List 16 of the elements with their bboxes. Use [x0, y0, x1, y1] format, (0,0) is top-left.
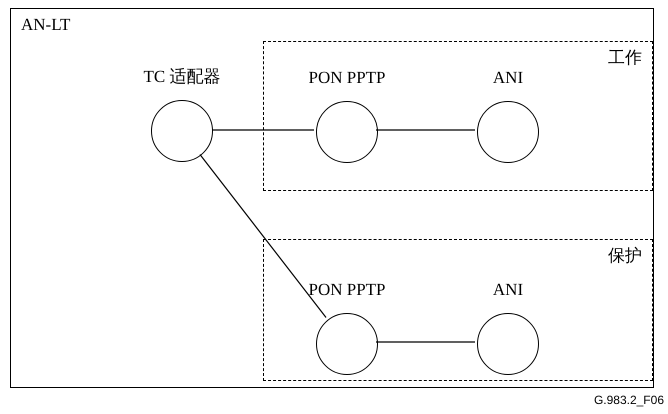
group-title: 工作: [608, 47, 642, 69]
node-label: PON PPTP: [308, 279, 386, 301]
dashed-group-box: [263, 41, 653, 191]
group-title: 保护: [608, 245, 642, 267]
connector-line: [376, 341, 475, 343]
figure-id: G.983.2_F06: [594, 392, 664, 408]
connector-line: [200, 154, 326, 318]
dashed-group-box: [263, 239, 653, 381]
node-label: PON PPTP: [308, 67, 386, 89]
node-label: TC 适配器: [144, 66, 220, 88]
group-title: AN-LT: [21, 14, 70, 36]
outer-frame: [10, 8, 654, 388]
node-label: ANI: [492, 67, 524, 89]
connector-line: [212, 129, 314, 131]
node-label: ANI: [492, 279, 524, 301]
connector-line: [376, 129, 475, 131]
